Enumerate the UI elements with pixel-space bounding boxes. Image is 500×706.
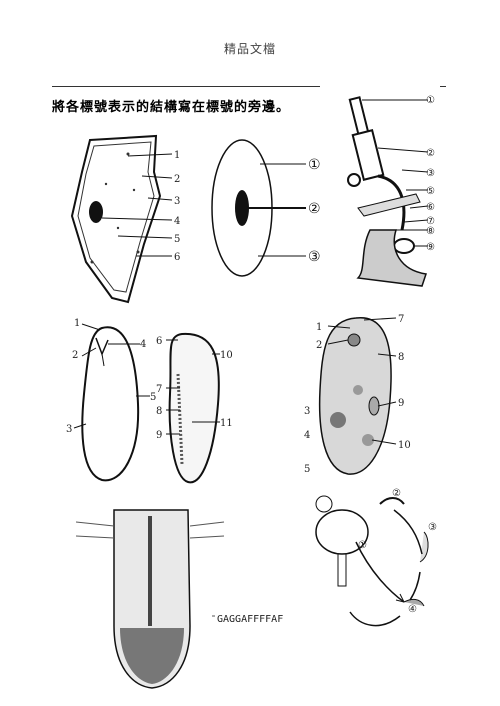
microscope-label-5: ⑤ (426, 186, 435, 197)
food-chain-label-4: ④ (408, 604, 417, 615)
seed-label-4: 4 (140, 339, 146, 350)
microscope-figure: ① ② ③ ⑤ ⑥ ⑦ ⑧ ⑨ (330, 90, 440, 295)
microscope-label-1: ① (426, 95, 435, 106)
paramecium-label-3: 3 (304, 406, 310, 417)
microscope-label-6: ⑥ (426, 202, 435, 213)
figure-caption: GAGGAFFFFAF (215, 614, 286, 625)
paramecium-label-10: 10 (398, 440, 411, 451)
paramecium-label-1: 1 (316, 322, 322, 333)
microscope-label-2: ② (426, 148, 435, 159)
animal-cell-label-2: ② (308, 201, 321, 217)
seed-label-8: 8 (156, 406, 162, 417)
seed-label-5: 5 (150, 392, 156, 403)
paramecium-label-7: 7 (398, 314, 404, 325)
paramecium-label-2: 2 (316, 340, 322, 351)
food-chain-label-2: ② (392, 488, 401, 499)
plant-cell-label-6: 6 (174, 252, 180, 263)
seed-label-7: 7 (156, 384, 162, 395)
paramecium-figure: 1 2 3 4 5 7 8 9 10 (298, 310, 428, 480)
seed-label-1: 1 (74, 318, 80, 329)
seed-label-3: 3 (66, 424, 72, 435)
header-rule-tick (440, 86, 446, 87)
seed-label-6: 6 (156, 336, 162, 347)
root-tip-figure (76, 506, 226, 692)
plant-cell-label-5: 5 (174, 234, 180, 245)
seed-label-9: 9 (156, 430, 162, 441)
page-header: 精品文檔 (223, 42, 276, 56)
animal-cell-figure: ① ② ③ (210, 136, 330, 284)
food-chain-label-3: ③ (428, 522, 437, 533)
food-chain-label-1: ① (358, 540, 367, 551)
paramecium-label-4: 4 (304, 430, 310, 441)
plant-cell-figure: 1 2 3 4 5 6 (68, 132, 198, 310)
plant-cell-label-1: 1 (174, 150, 180, 161)
seed-label-2: 2 (72, 350, 78, 361)
paramecium-label-5: 5 (304, 464, 310, 475)
paramecium-label-8: 8 (398, 352, 404, 363)
plant-cell-label-2: 2 (174, 174, 180, 185)
seed-label-10: 10 (220, 350, 233, 361)
microscope-label-3: ③ (426, 168, 435, 179)
animal-cell-label-1: ① (308, 157, 321, 173)
plant-cell-label-4: 4 (174, 216, 180, 227)
paramecium-label-9: 9 (398, 398, 404, 409)
microscope-label-7: ⑦ (426, 216, 435, 227)
food-chain-figure: ① ② ③ ④ (300, 482, 450, 642)
header-rule (52, 86, 320, 87)
plant-cell-label-3: 3 (174, 196, 180, 207)
seeds-figure: 1 2 3 4 5 6 7 8 9 10 11 (62, 314, 242, 490)
instruction-text: 將各標號表示的結構寫在標號的旁邊。 (52, 100, 291, 115)
microscope-label-8: ⑧ (426, 226, 435, 237)
seed-label-11: 11 (220, 418, 233, 429)
animal-cell-label-3: ③ (308, 249, 321, 265)
microscope-label-9: ⑨ (426, 242, 435, 253)
